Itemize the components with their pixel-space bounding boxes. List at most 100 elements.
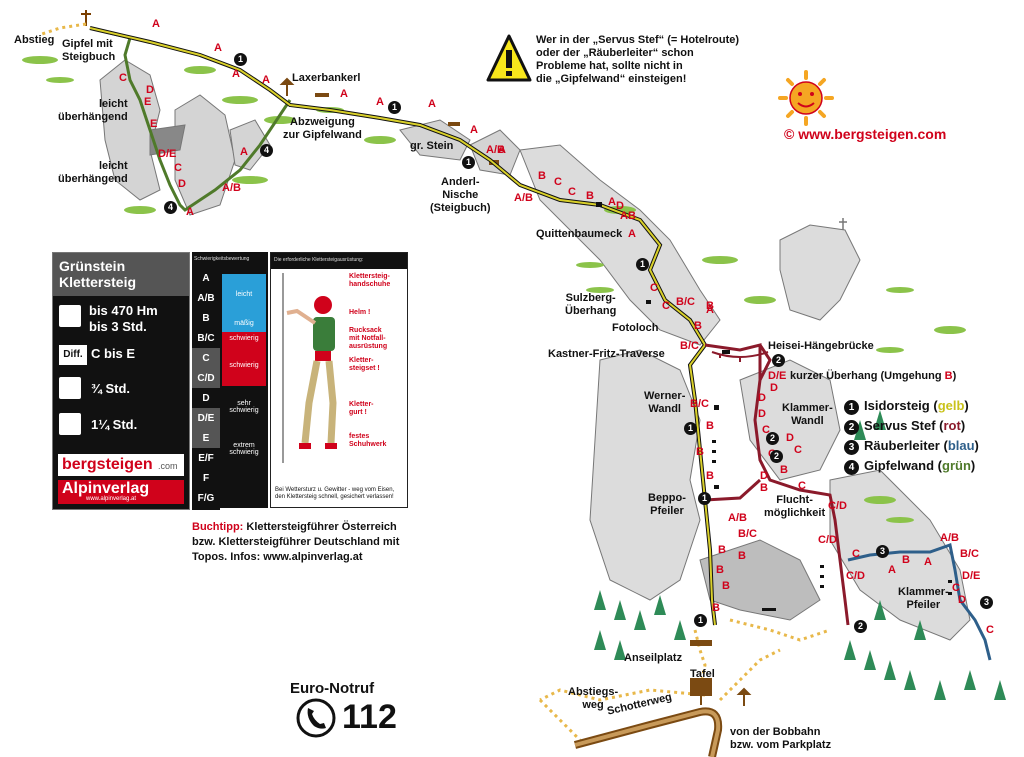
legend-route-end: ) (970, 458, 976, 473)
copyright-link[interactable]: © www.bergsteigen.com (784, 126, 947, 142)
legend-route-text: Räuberleiter (blau) (864, 438, 979, 453)
route-title: Grünstein Klettersteig (53, 253, 189, 296)
gipfel-label: Gipfel mit Steigbuch (62, 38, 116, 63)
ridge-rocks (519, 144, 971, 641)
grade-label-g62: B (718, 544, 726, 556)
difficulty-scale-header: Schwierigkeitsbewertung (194, 256, 250, 262)
haengebruecke-icon (711, 351, 769, 362)
grade-cell: F (192, 468, 220, 490)
anseilplatz-label: Anseilplatz (624, 652, 683, 664)
grade-label-g29: C (650, 282, 658, 294)
warning-line: Probleme hat, sollte nicht in (536, 60, 683, 72)
warning-text: Wer in der „Servus Stef“ (= Hotelroute) … (536, 34, 739, 86)
werner-wandl-label: Werner- Wandl (644, 390, 686, 415)
grade-label-g15: D (178, 178, 186, 190)
summit-rocks (99, 59, 521, 216)
emergency-title: Euro-Notruf (290, 680, 375, 697)
weather-warning: Bei Wettersturz u. Gewitter - weg vom Ei… (275, 487, 395, 500)
legend-route-name: Servus Stef ( (864, 418, 944, 433)
grade-label-g42: C (794, 444, 802, 456)
grade-label-g1: A (152, 18, 160, 30)
grade-label-g71: B (628, 210, 636, 222)
grade-label-g56: A/B (940, 532, 959, 544)
grade-label-g57: B/C (960, 548, 979, 560)
bergsteigen-logo-suffix: .com (158, 461, 178, 471)
grade-label-g68: D/E (768, 370, 787, 382)
grade-label-g23: C (568, 186, 576, 198)
kurzer-b: B (944, 370, 953, 382)
tree-icons (594, 410, 1006, 700)
grade-label-g51: C (852, 548, 860, 560)
buchtipp-line3: Topos. Infos: www.alpinverlag.at (192, 551, 363, 563)
level-schwierig-1: schwierig (222, 332, 266, 346)
grade-label-g63: B (716, 564, 724, 576)
equip-via-ferrata-set: Kletter- steigset ! (349, 357, 380, 372)
grade-label-g50: C/D (818, 534, 837, 546)
ladder-marks (596, 202, 952, 611)
grade-label-g31: A (706, 304, 714, 316)
legend-route-color-word: grün (942, 458, 971, 473)
emergency-number[interactable]: 112 (342, 698, 397, 736)
hiker-descent-icon (59, 413, 81, 435)
grade-label-g17: A (186, 206, 194, 218)
grade-label-g8: A (240, 146, 248, 158)
grade-label-g72: C (662, 300, 670, 312)
klammer-pfeiler-label: Klammer- Pfeiler (898, 586, 949, 611)
grade-label-g24: A/B (514, 192, 533, 204)
bobbahn-label: von der Bobbahn bzw. vom Parkplatz (730, 726, 832, 751)
abzweigung-label: Abzweigung zur Gipfelwand (283, 116, 362, 141)
grade-label-g30: B/C (676, 296, 695, 308)
grade-label-g7: A (428, 98, 436, 110)
grade-label-g60: C (952, 582, 960, 594)
warning-line: die „Gipfelwand“ einsteigen! (536, 73, 687, 85)
buchtipp-line2: bzw. Klettersteigführer Deutschland mit (192, 536, 400, 548)
grade-label-g21: B (538, 170, 546, 182)
buchtipp-label: Buchtipp: (192, 521, 244, 533)
difficulty-value: C bis E (91, 346, 136, 361)
grade-label-g41: D (786, 432, 794, 444)
kurzer-text: kurzer Überhang (Umgehung (790, 370, 945, 382)
route-marker-3: 3 (980, 596, 993, 609)
legend-route-name: Räuberleiter ( (864, 438, 948, 453)
legend-route-text: Servus Stef (rot) (864, 418, 965, 433)
grade-cell: D (192, 388, 220, 410)
grade-label-g65: B (712, 602, 720, 614)
klammer-wandl-label: Klammer- Wandl (782, 402, 833, 427)
grade-label-g34: B/C (690, 398, 709, 410)
level-schwierig-2: schwierig (222, 346, 266, 386)
grade-label-g52: C/D (846, 570, 865, 582)
legend-route-color-word: gelb (937, 398, 965, 413)
summit-cross-icon (81, 10, 91, 26)
grade-label-g2: A (214, 42, 222, 54)
grade-label-g36: B (696, 446, 704, 458)
abstieg-label: Abstieg (14, 34, 55, 46)
grade-cell: A/B (192, 288, 220, 310)
sun-icon (778, 70, 834, 126)
route-marker-1: 1 (684, 422, 697, 435)
quittenbaumeck-label: Quittenbaumeck (536, 228, 623, 240)
level-extrem-schwierig: extrem schwierig (229, 442, 259, 456)
anseilplatz-bench-icon (690, 640, 712, 646)
route-4-gipfelwand (89, 26, 292, 212)
legend-route-number: 3 (844, 440, 859, 455)
warning-icon (486, 34, 532, 82)
grade-cell: A (192, 268, 220, 290)
route-marker-1: 1 (462, 156, 475, 169)
grade-cell: E (192, 428, 220, 450)
anderl-nische-label: Anderl- Nische (Steigbuch) (430, 176, 491, 214)
grade-label-g10: D (146, 84, 154, 96)
ladder-climb-icon (59, 305, 81, 327)
grade-label-g33: B/C (680, 340, 699, 352)
summit-cross-icon (839, 218, 847, 230)
grade-label-g32: B (694, 320, 702, 332)
warning-line: oder der „Räuberleiter“ schon (536, 47, 694, 59)
grade-label-g12: E (150, 118, 158, 130)
grade-label-g55: A (924, 556, 932, 568)
ueberhaengend-label-2: leicht überhängend (58, 160, 128, 185)
schotterweg-road (573, 707, 723, 757)
route-marker-4: 4 (164, 201, 177, 214)
grade-label-g45: B (760, 482, 768, 494)
walking-paths (41, 22, 831, 742)
equip-boots: festes Schuhwerk (349, 433, 387, 448)
